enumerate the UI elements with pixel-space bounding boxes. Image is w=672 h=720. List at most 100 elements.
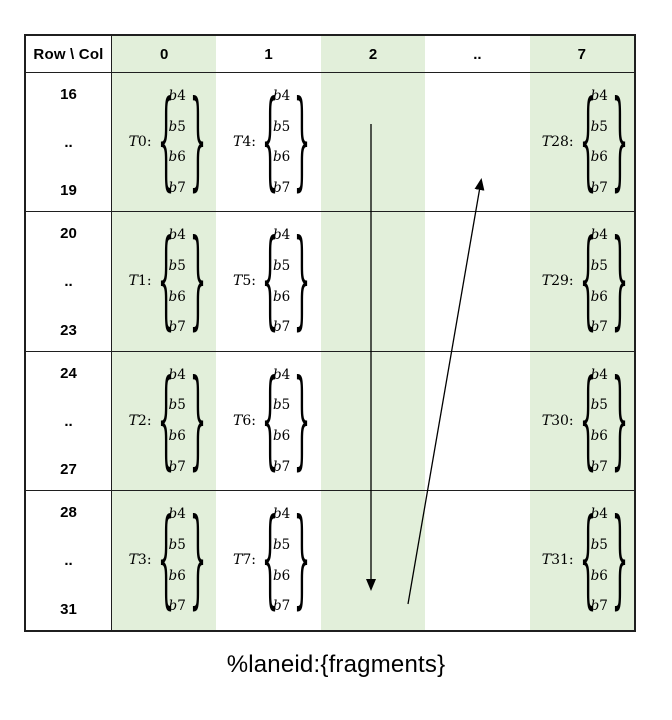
fragment: b4 bbox=[590, 506, 608, 523]
row-label: 19 bbox=[60, 182, 77, 200]
fragment: b5 bbox=[590, 258, 608, 275]
fragment: b5 bbox=[272, 258, 291, 275]
fragment-cell-T2: T2: {b4 b5 b6 b7} bbox=[112, 351, 217, 491]
right-brace-icon: } bbox=[611, 497, 629, 621]
thread-label: T1: bbox=[128, 273, 152, 290]
fragment: b7 bbox=[272, 598, 291, 615]
thread-label: T5: bbox=[232, 273, 256, 290]
thread-label: T31: bbox=[541, 552, 574, 569]
row-label: 31 bbox=[60, 601, 77, 618]
fragment: b6 bbox=[590, 427, 608, 444]
row-label: .. bbox=[64, 412, 73, 430]
row-label: .. bbox=[64, 552, 73, 570]
row-col-corner-label: Row \ Col bbox=[26, 36, 112, 73]
fragment: b6 bbox=[168, 288, 186, 305]
left-brace-icon: { bbox=[579, 218, 597, 342]
right-brace-icon: } bbox=[189, 79, 207, 203]
right-brace-icon: } bbox=[293, 218, 311, 342]
fragment: b5 bbox=[272, 397, 291, 414]
fragment: b4 bbox=[168, 227, 186, 244]
row-label: 20 bbox=[60, 225, 77, 243]
left-brace-icon: { bbox=[157, 357, 174, 482]
fragment: b4 bbox=[590, 88, 608, 105]
fragment: b5 bbox=[590, 397, 608, 414]
fragment: b4 bbox=[272, 227, 291, 244]
empty-cell bbox=[320, 490, 426, 630]
fragment: b4 bbox=[590, 227, 608, 244]
empty-cell bbox=[425, 491, 529, 630]
row-label: 28 bbox=[60, 503, 77, 521]
left-brace-icon: { bbox=[261, 218, 279, 342]
fragment: b6 bbox=[168, 567, 186, 584]
fragment: b4 bbox=[272, 366, 291, 383]
thread-label: T30: bbox=[541, 412, 574, 429]
empty-cell bbox=[425, 352, 530, 491]
left-brace-icon: { bbox=[579, 79, 597, 203]
fragment: b5 bbox=[168, 397, 186, 414]
column-header-0: 0 bbox=[112, 36, 217, 73]
right-brace-icon: } bbox=[189, 497, 207, 621]
fragment-stack: b4 b5 b6 b7 bbox=[168, 367, 187, 475]
thread-label: T28: bbox=[541, 134, 574, 151]
fragment: b4 bbox=[272, 506, 291, 523]
thread-label: T4: bbox=[232, 134, 256, 151]
thread-label: T2: bbox=[128, 412, 152, 429]
fragment: b7 bbox=[168, 180, 186, 197]
left-brace-icon: { bbox=[579, 497, 597, 621]
column-header-1: 1 bbox=[216, 36, 321, 73]
fragment: b6 bbox=[168, 427, 186, 444]
fragment: b4 bbox=[168, 506, 186, 523]
empty-cell bbox=[425, 212, 530, 352]
fragment: b4 bbox=[168, 366, 186, 383]
fragment: b6 bbox=[272, 427, 291, 444]
fragment: b6 bbox=[168, 149, 186, 166]
left-brace-icon: { bbox=[579, 357, 597, 482]
column-header-2: 2 bbox=[320, 36, 426, 73]
empty-cell bbox=[320, 351, 426, 491]
fragment: b7 bbox=[168, 319, 186, 336]
row-header: 20..23 bbox=[26, 212, 112, 352]
fragment: b4 bbox=[168, 88, 186, 105]
fragment: b5 bbox=[590, 537, 608, 554]
right-brace-icon: } bbox=[611, 79, 629, 203]
row-header: 28.. 31 bbox=[26, 490, 112, 630]
row-label: .. bbox=[64, 134, 73, 152]
right-brace-icon: } bbox=[611, 357, 629, 482]
row-label: 27 bbox=[60, 460, 77, 478]
fragment: b6 bbox=[590, 288, 608, 305]
right-brace-icon: } bbox=[189, 357, 207, 482]
left-brace-icon: { bbox=[157, 497, 174, 621]
left-brace-icon: { bbox=[261, 79, 279, 203]
thread-label: T3: bbox=[128, 552, 152, 569]
row-header: 16.. 19 bbox=[26, 73, 112, 213]
fragment: b4 bbox=[590, 366, 608, 383]
row-label: 16 bbox=[60, 86, 77, 103]
left-brace-icon: { bbox=[261, 357, 279, 482]
fragment: b7 bbox=[168, 458, 186, 475]
thread-label: T0: bbox=[128, 134, 152, 151]
fragment: b7 bbox=[590, 180, 608, 197]
